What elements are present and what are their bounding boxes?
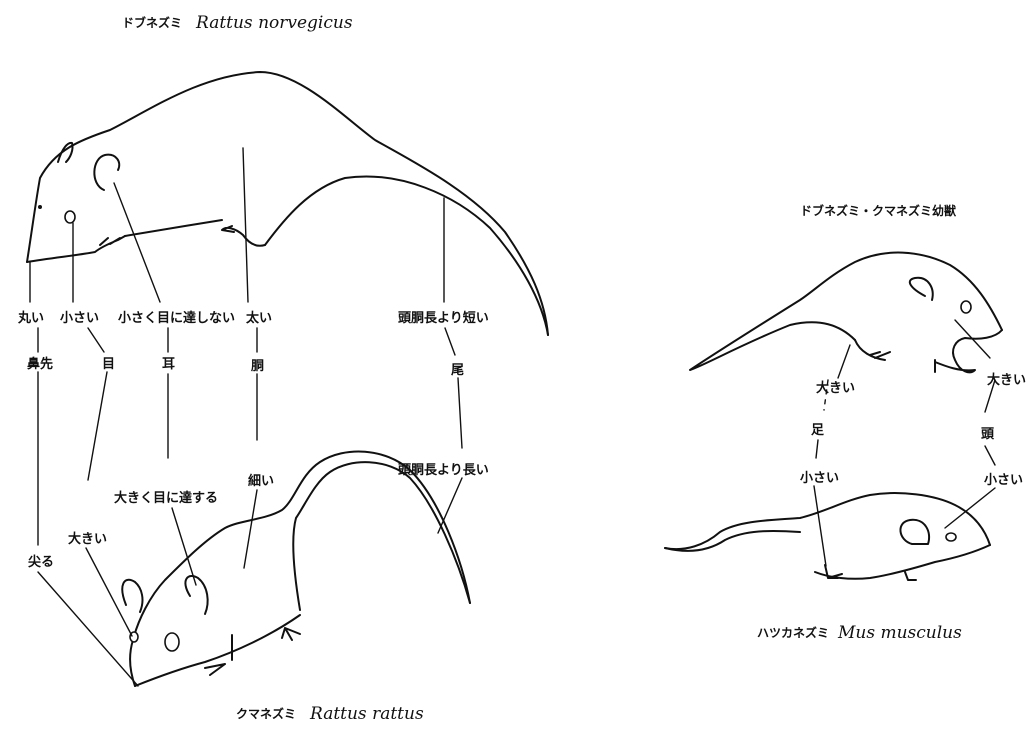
juvenile-caption-jp: ドブネズミ・クマネズミ幼獣 [800,203,957,218]
rattus-caption-latin: Rattus rattus [309,704,424,724]
musculus-caption-jp: ハツカネズミ [757,625,829,640]
norvegicus-illustration [27,72,548,335]
musculus-illustration [665,493,990,580]
juvenile-head-label: 大きい [987,372,1026,388]
norvegicus-caption-jp: ドブネズミ [122,15,182,30]
juvenile-connectors [814,320,995,566]
norvegicus-caption-latin: Rattus norvegicus [195,13,353,33]
rattus-snout-label: 尖る [28,554,54,570]
rattus-ear-label: 大きく目に達する [114,490,218,506]
norvegicus-eye-label: 小さい [60,311,99,326]
feature-eye-label: 目 [102,357,115,372]
feature-snout-label: 鼻先 [27,356,53,372]
musculus-foot-feature-label: 足 [811,423,825,438]
norvegicus-ear-label: 小さく目に達しない [118,310,235,326]
rattus-tail-label: 頭胴長より長い [398,463,489,478]
juvenile-foot-label: 大きい [816,380,855,396]
rattus-eye-label: 大きい [68,531,107,547]
feature-tail-label: 尾 [451,363,464,378]
musculus-head-feature-label: 頭 [981,427,995,442]
musculus-caption-latin: Mus musculus [837,623,962,643]
feature-ear-label: 耳 [162,357,175,372]
norvegicus-tail-label: 頭胴長より短い [398,310,489,326]
norvegicus-connectors [30,148,444,302]
rattus-body-label: 細い [248,473,274,489]
norvegicus-snout-label: 丸い [17,310,44,326]
musculus-foot-label: 小さい [800,471,839,486]
norvegicus-body-label: 太い [245,310,272,326]
rattus-connectors [38,478,462,686]
rattus-caption-jp: クマネズミ [236,706,296,721]
rattus-illustration [122,452,470,686]
feature-body-label: 胴 [251,359,264,374]
musculus-head-label: 小さい [984,473,1023,488]
